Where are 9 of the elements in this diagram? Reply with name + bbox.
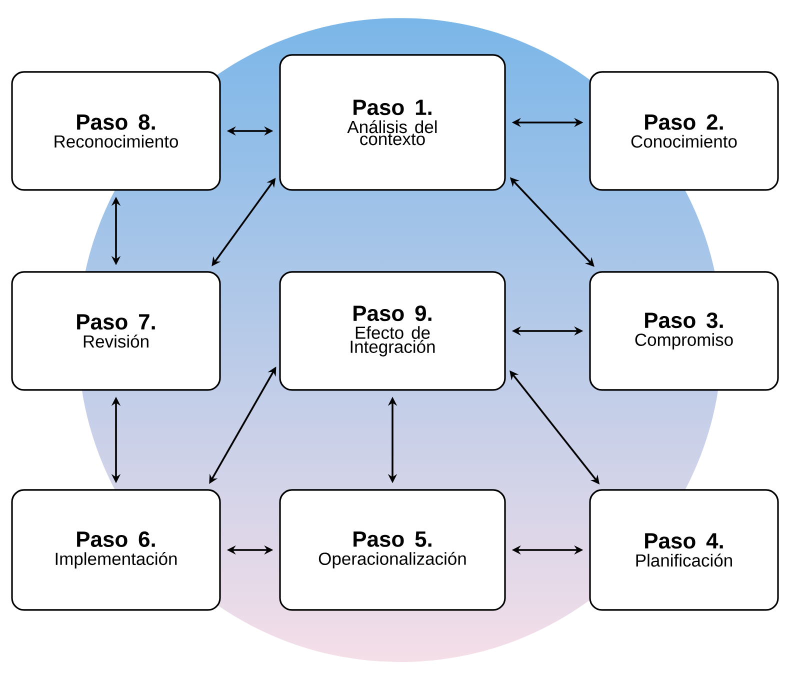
- step-box: Paso 3. Compromiso: [589, 271, 779, 391]
- step-box: Paso 9. Efecto de Integración: [279, 271, 506, 391]
- step-box: Paso 7. Revisión: [11, 271, 221, 391]
- step-box: Paso 6. Implementación: [11, 489, 221, 611]
- step-box: Paso 5. Operacionalización: [279, 489, 506, 611]
- step-box: Paso 2. Conocimiento: [589, 71, 779, 191]
- step-box: Paso 1. Análisis del contexto: [279, 54, 506, 191]
- step-box: Paso 4. Planificación: [589, 489, 779, 611]
- step-box: Paso 8. Reconocimiento: [11, 71, 221, 191]
